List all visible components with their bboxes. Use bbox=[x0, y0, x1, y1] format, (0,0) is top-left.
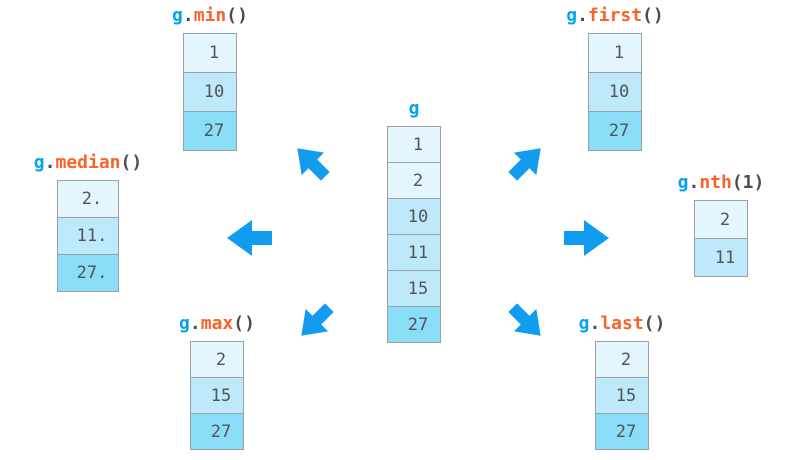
column-nth-label: g.nth(1) bbox=[678, 172, 765, 194]
table-cell: 10 bbox=[183, 72, 237, 112]
dot: . bbox=[577, 5, 588, 26]
method-name: first bbox=[587, 5, 643, 26]
column-min-table: 1 10 27 bbox=[183, 33, 237, 151]
arrow-to-nth-icon bbox=[564, 220, 609, 256]
table-cell: 10 bbox=[387, 198, 441, 235]
table-cell: 2 bbox=[694, 200, 748, 239]
object-name: g bbox=[179, 313, 190, 334]
column-min-label: g.min() bbox=[172, 5, 248, 27]
object-name: g bbox=[677, 172, 689, 193]
method-name: nth bbox=[699, 172, 732, 193]
method-name: min bbox=[193, 5, 227, 26]
call-parens: () bbox=[120, 152, 143, 173]
method-name: median bbox=[55, 152, 121, 173]
arrow-to-last-icon bbox=[508, 303, 541, 336]
table-cell: 2. bbox=[57, 180, 119, 218]
column-g: g 1 2 10 11 15 27 bbox=[344, 98, 484, 343]
dot: . bbox=[688, 172, 700, 193]
object-name: g bbox=[578, 313, 590, 334]
column-min-result: g.min() 1 10 27 bbox=[140, 5, 280, 151]
table-cell: 27 bbox=[183, 111, 237, 151]
arrow-to-median-icon bbox=[227, 220, 272, 256]
table-cell: 11 bbox=[387, 234, 441, 271]
column-last-table: 2 15 27 bbox=[595, 341, 649, 450]
table-cell: 10 bbox=[588, 72, 642, 112]
column-first-label: g.first() bbox=[566, 5, 664, 27]
call-parens: () bbox=[642, 5, 664, 26]
arrow-to-min-icon bbox=[297, 148, 330, 181]
column-last-result: g.last() 2 15 27 bbox=[552, 313, 692, 450]
object-name: g bbox=[33, 152, 45, 173]
column-median-result: g.median() 2. 11. 27. bbox=[18, 152, 158, 292]
table-cell: 1 bbox=[183, 33, 237, 73]
table-cell: 15 bbox=[387, 270, 441, 307]
column-first-result: g.first() 1 10 27 bbox=[545, 5, 685, 151]
column-max-label: g.max() bbox=[179, 313, 255, 335]
object-name: g bbox=[172, 5, 183, 26]
column-nth-table: 2 11 bbox=[694, 200, 748, 277]
table-cell: 1 bbox=[588, 33, 642, 73]
table-cell: 27 bbox=[595, 413, 649, 450]
column-g-label: g bbox=[409, 98, 420, 120]
method-name: max bbox=[200, 313, 234, 334]
call-parens: () bbox=[233, 313, 255, 334]
column-g-table: 1 2 10 11 15 27 bbox=[387, 126, 441, 343]
dot: . bbox=[44, 152, 56, 173]
table-cell: 11. bbox=[57, 217, 119, 255]
column-max-result: g.max() 2 15 27 bbox=[147, 313, 287, 450]
object-name: g bbox=[566, 5, 578, 26]
call-parens: () bbox=[643, 313, 666, 334]
object-name: g bbox=[408, 98, 420, 119]
table-cell: 15 bbox=[595, 377, 649, 414]
table-cell: 27 bbox=[588, 111, 642, 151]
arrow-to-max-icon bbox=[301, 303, 334, 336]
table-cell: 27 bbox=[387, 306, 441, 343]
table-cell: 15 bbox=[190, 377, 244, 414]
dot: . bbox=[589, 313, 601, 334]
table-cell: 27. bbox=[57, 254, 119, 292]
table-cell: 27 bbox=[190, 413, 244, 450]
call-parens: () bbox=[226, 5, 248, 26]
column-last-label: g.last() bbox=[579, 313, 666, 335]
column-first-table: 1 10 27 bbox=[588, 33, 642, 151]
table-cell: 2 bbox=[190, 341, 244, 378]
table-cell: 11 bbox=[694, 238, 748, 277]
dot: . bbox=[189, 313, 201, 334]
column-median-table: 2. 11. 27. bbox=[57, 180, 119, 292]
method-name: last bbox=[600, 313, 644, 334]
table-cell: 2 bbox=[595, 341, 649, 378]
call-parens: (1) bbox=[731, 172, 765, 193]
dot: . bbox=[182, 5, 194, 26]
table-cell: 1 bbox=[387, 126, 441, 163]
arrow-to-first-icon bbox=[508, 148, 541, 181]
column-max-table: 2 15 27 bbox=[190, 341, 244, 450]
table-cell: 2 bbox=[387, 162, 441, 199]
column-nth-result: g.nth(1) 2 11 bbox=[651, 172, 791, 277]
column-median-label: g.median() bbox=[34, 152, 142, 174]
